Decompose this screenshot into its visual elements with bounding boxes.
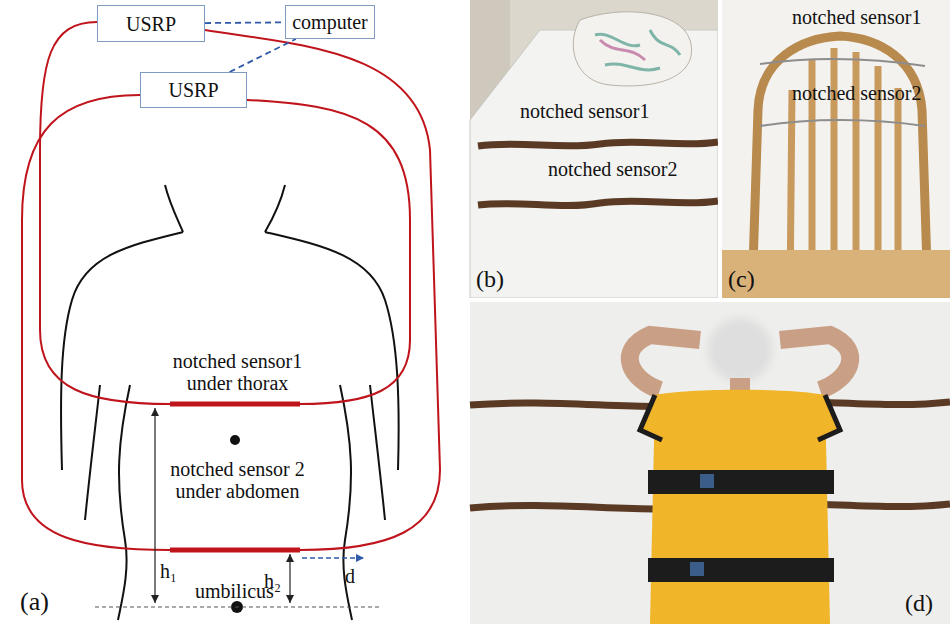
offset-arrow: [302, 557, 364, 559]
dimension-arrow: [154, 408, 155, 603]
figure-label: notched sensor1: [520, 100, 649, 122]
device-box: computer: [285, 5, 375, 39]
bed-photo: [470, 0, 718, 298]
subject-photo: [470, 302, 950, 624]
device-box: USRP: [97, 5, 205, 42]
figure-label: d: [345, 565, 355, 587]
device-box: USRP: [140, 72, 247, 108]
figure-label: umbilicus: [195, 580, 274, 602]
marker-dot: [230, 435, 240, 445]
figure-label: (d): [905, 590, 933, 616]
box-label: computer: [292, 12, 368, 32]
sensor-strip: [170, 548, 300, 553]
data-link: [205, 21, 285, 23]
figure-label: notched sensor2: [792, 82, 921, 104]
cable: [22, 22, 440, 550]
reference-line: [95, 606, 380, 607]
chair-photo: [722, 0, 950, 298]
figure-label: h₁: [160, 560, 177, 582]
figure-label: (c): [728, 266, 755, 292]
body-outline: [61, 185, 399, 620]
figure-label: notched sensor1 under thorax: [160, 350, 315, 394]
data-link: [230, 39, 296, 72]
figure-label: (b): [476, 266, 504, 292]
figure-label: notched sensor1: [792, 6, 921, 28]
box-label: USRP: [168, 80, 218, 100]
figure-label: notched sensor 2 under abdomen: [160, 458, 315, 502]
figure-label: notched sensor2: [548, 158, 677, 180]
figure-label: (a): [20, 588, 49, 617]
sensor-strip: [170, 402, 300, 407]
dimension-arrow: [289, 554, 290, 603]
box-label: USRP: [126, 14, 176, 34]
